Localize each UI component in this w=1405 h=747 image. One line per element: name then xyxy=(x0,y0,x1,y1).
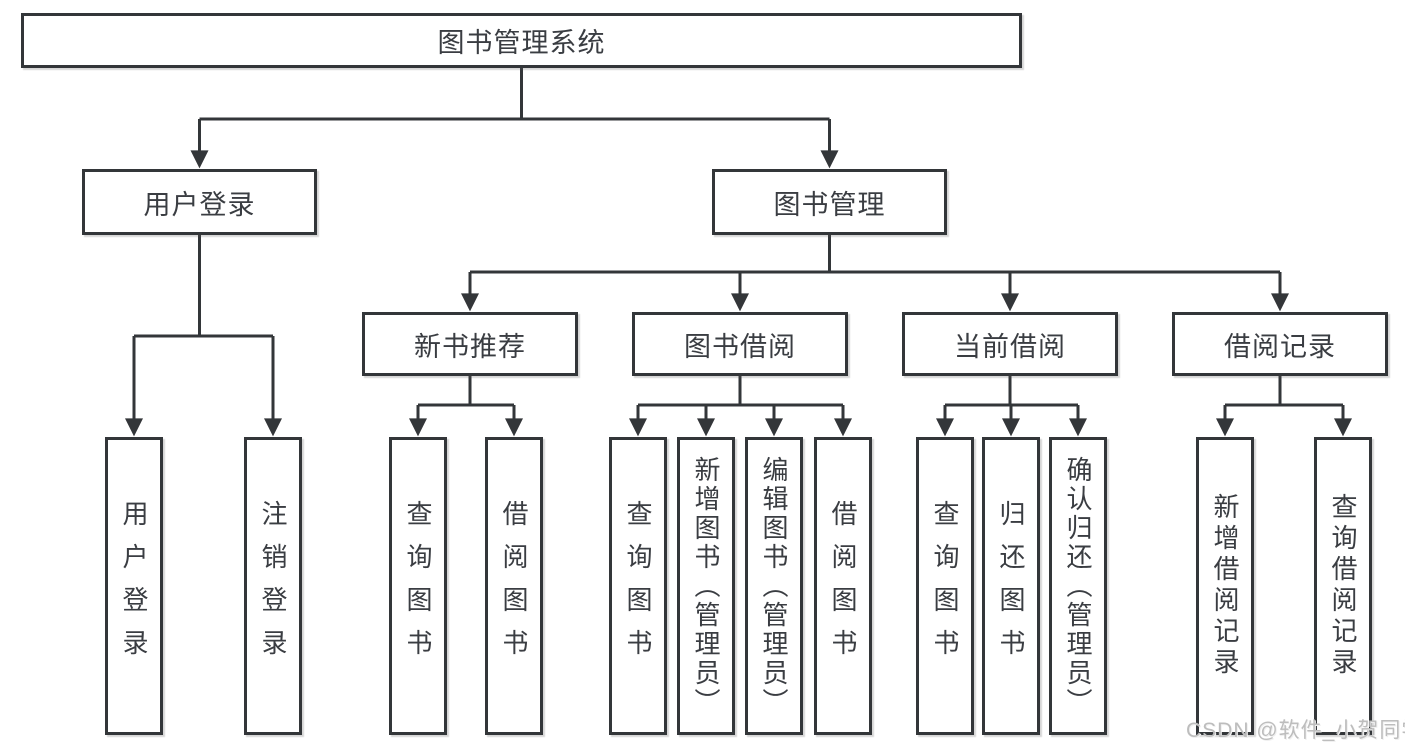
node-leaf-query-book-a-label: 查询图书 xyxy=(403,500,433,672)
node-book-mgmt: 图书管理 xyxy=(712,169,947,235)
node-leaf-borrow-book-a-label: 借阅图书 xyxy=(499,500,529,672)
node-leaf-borrow-book-b-label: 借阅图书 xyxy=(828,500,858,672)
node-new-book-rec: 新书推荐 xyxy=(362,312,578,376)
trunk-lines xyxy=(134,68,1343,407)
node-borrow-records-label: 借阅记录 xyxy=(1224,331,1336,362)
node-root: 图书管理系统 xyxy=(21,13,1022,68)
node-user-login: 用户登录 xyxy=(82,169,317,235)
node-leaf-query-book-a: 查询图书 xyxy=(389,437,447,735)
node-leaf-query-record-label: 查询借阅记录 xyxy=(1328,493,1358,679)
node-leaf-confirm-return: 确认归还（管理员） xyxy=(1049,437,1107,735)
node-leaf-edit-book-label: 编辑图书（管理员） xyxy=(759,455,789,717)
node-leaf-query-record: 查询借阅记录 xyxy=(1314,437,1372,735)
node-leaf-query-book-c: 查询图书 xyxy=(916,437,974,735)
node-leaf-add-record: 新增借阅记录 xyxy=(1196,437,1254,735)
node-leaf-add-record-label: 新增借阅记录 xyxy=(1210,493,1240,679)
node-leaf-return-book: 归还图书 xyxy=(982,437,1040,735)
node-new-book-rec-label: 新书推荐 xyxy=(414,331,526,362)
node-book-borrow: 图书借阅 xyxy=(632,312,848,376)
node-leaf-return-book-label: 归还图书 xyxy=(996,500,1026,672)
node-leaf-logout: 注销登录 xyxy=(244,437,302,735)
node-leaf-add-book-label: 新增图书（管理员） xyxy=(691,455,721,717)
node-leaf-borrow-book-b: 借阅图书 xyxy=(814,437,872,735)
node-leaf-query-book-c-label: 查询图书 xyxy=(930,500,960,672)
csdn-watermark: CSDN @软件_小贺同学 xyxy=(1186,719,1405,742)
node-leaf-confirm-return-label: 确认归还（管理员） xyxy=(1063,455,1093,717)
node-leaf-query-book-b-label: 查询图书 xyxy=(623,500,653,672)
node-leaf-logout-label: 注销登录 xyxy=(258,500,288,672)
node-root-label: 图书管理系统 xyxy=(437,28,606,58)
node-leaf-borrow-book-a: 借阅图书 xyxy=(485,437,543,735)
node-book-borrow-label: 图书借阅 xyxy=(684,331,796,362)
node-book-mgmt-label: 图书管理 xyxy=(773,189,886,220)
node-user-login-label: 用户登录 xyxy=(143,189,256,220)
node-leaf-add-book: 新增图书（管理员） xyxy=(677,437,735,735)
node-current-borrow-label: 当前借阅 xyxy=(954,331,1066,362)
node-leaf-query-book-b: 查询图书 xyxy=(609,437,667,735)
connector-skeleton xyxy=(125,68,1352,437)
node-leaf-edit-book: 编辑图书（管理员） xyxy=(745,437,803,735)
node-borrow-records: 借阅记录 xyxy=(1172,312,1388,376)
node-leaf-user-login-label: 用户登录 xyxy=(119,500,149,672)
node-current-borrow: 当前借阅 xyxy=(902,312,1118,376)
node-leaf-user-login: 用户登录 xyxy=(105,437,163,735)
